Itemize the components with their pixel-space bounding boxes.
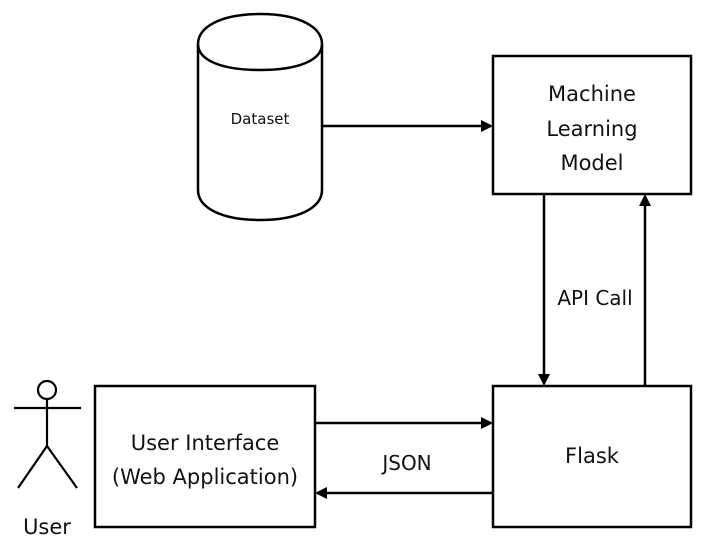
ui-node: User Interface (Web Application) <box>93 384 317 529</box>
dataset-cylinder-shape <box>196 12 324 222</box>
user-label: User <box>23 515 71 537</box>
flask-label: Flask <box>565 444 620 468</box>
user-left-leg-line <box>17 445 48 489</box>
flask-box <box>491 384 693 529</box>
flask-node: Flask <box>491 384 693 529</box>
ml-model-label-line-2: Learning <box>546 117 637 141</box>
dataset-cylinder-rim <box>196 43 324 72</box>
user-actor: User <box>14 379 81 539</box>
api-call-label: API Call <box>557 286 632 310</box>
ml-model-label-line-3: Model <box>560 151 623 175</box>
ml-model-label-line-1: Machine <box>548 82 636 106</box>
ui-label-line-2: (Web Application) <box>112 465 298 489</box>
ml-model-node: Machine Learning Model <box>491 54 693 196</box>
user-right-leg-line <box>46 445 78 489</box>
json-label: JSON <box>380 451 431 475</box>
ui-label-line-1: User Interface <box>131 431 280 455</box>
user-head-icon <box>36 379 58 401</box>
ml-model-box <box>491 54 693 196</box>
dataset-node: Dataset <box>196 12 324 222</box>
ui-box <box>93 384 317 529</box>
dataset-label: Dataset <box>231 110 290 128</box>
